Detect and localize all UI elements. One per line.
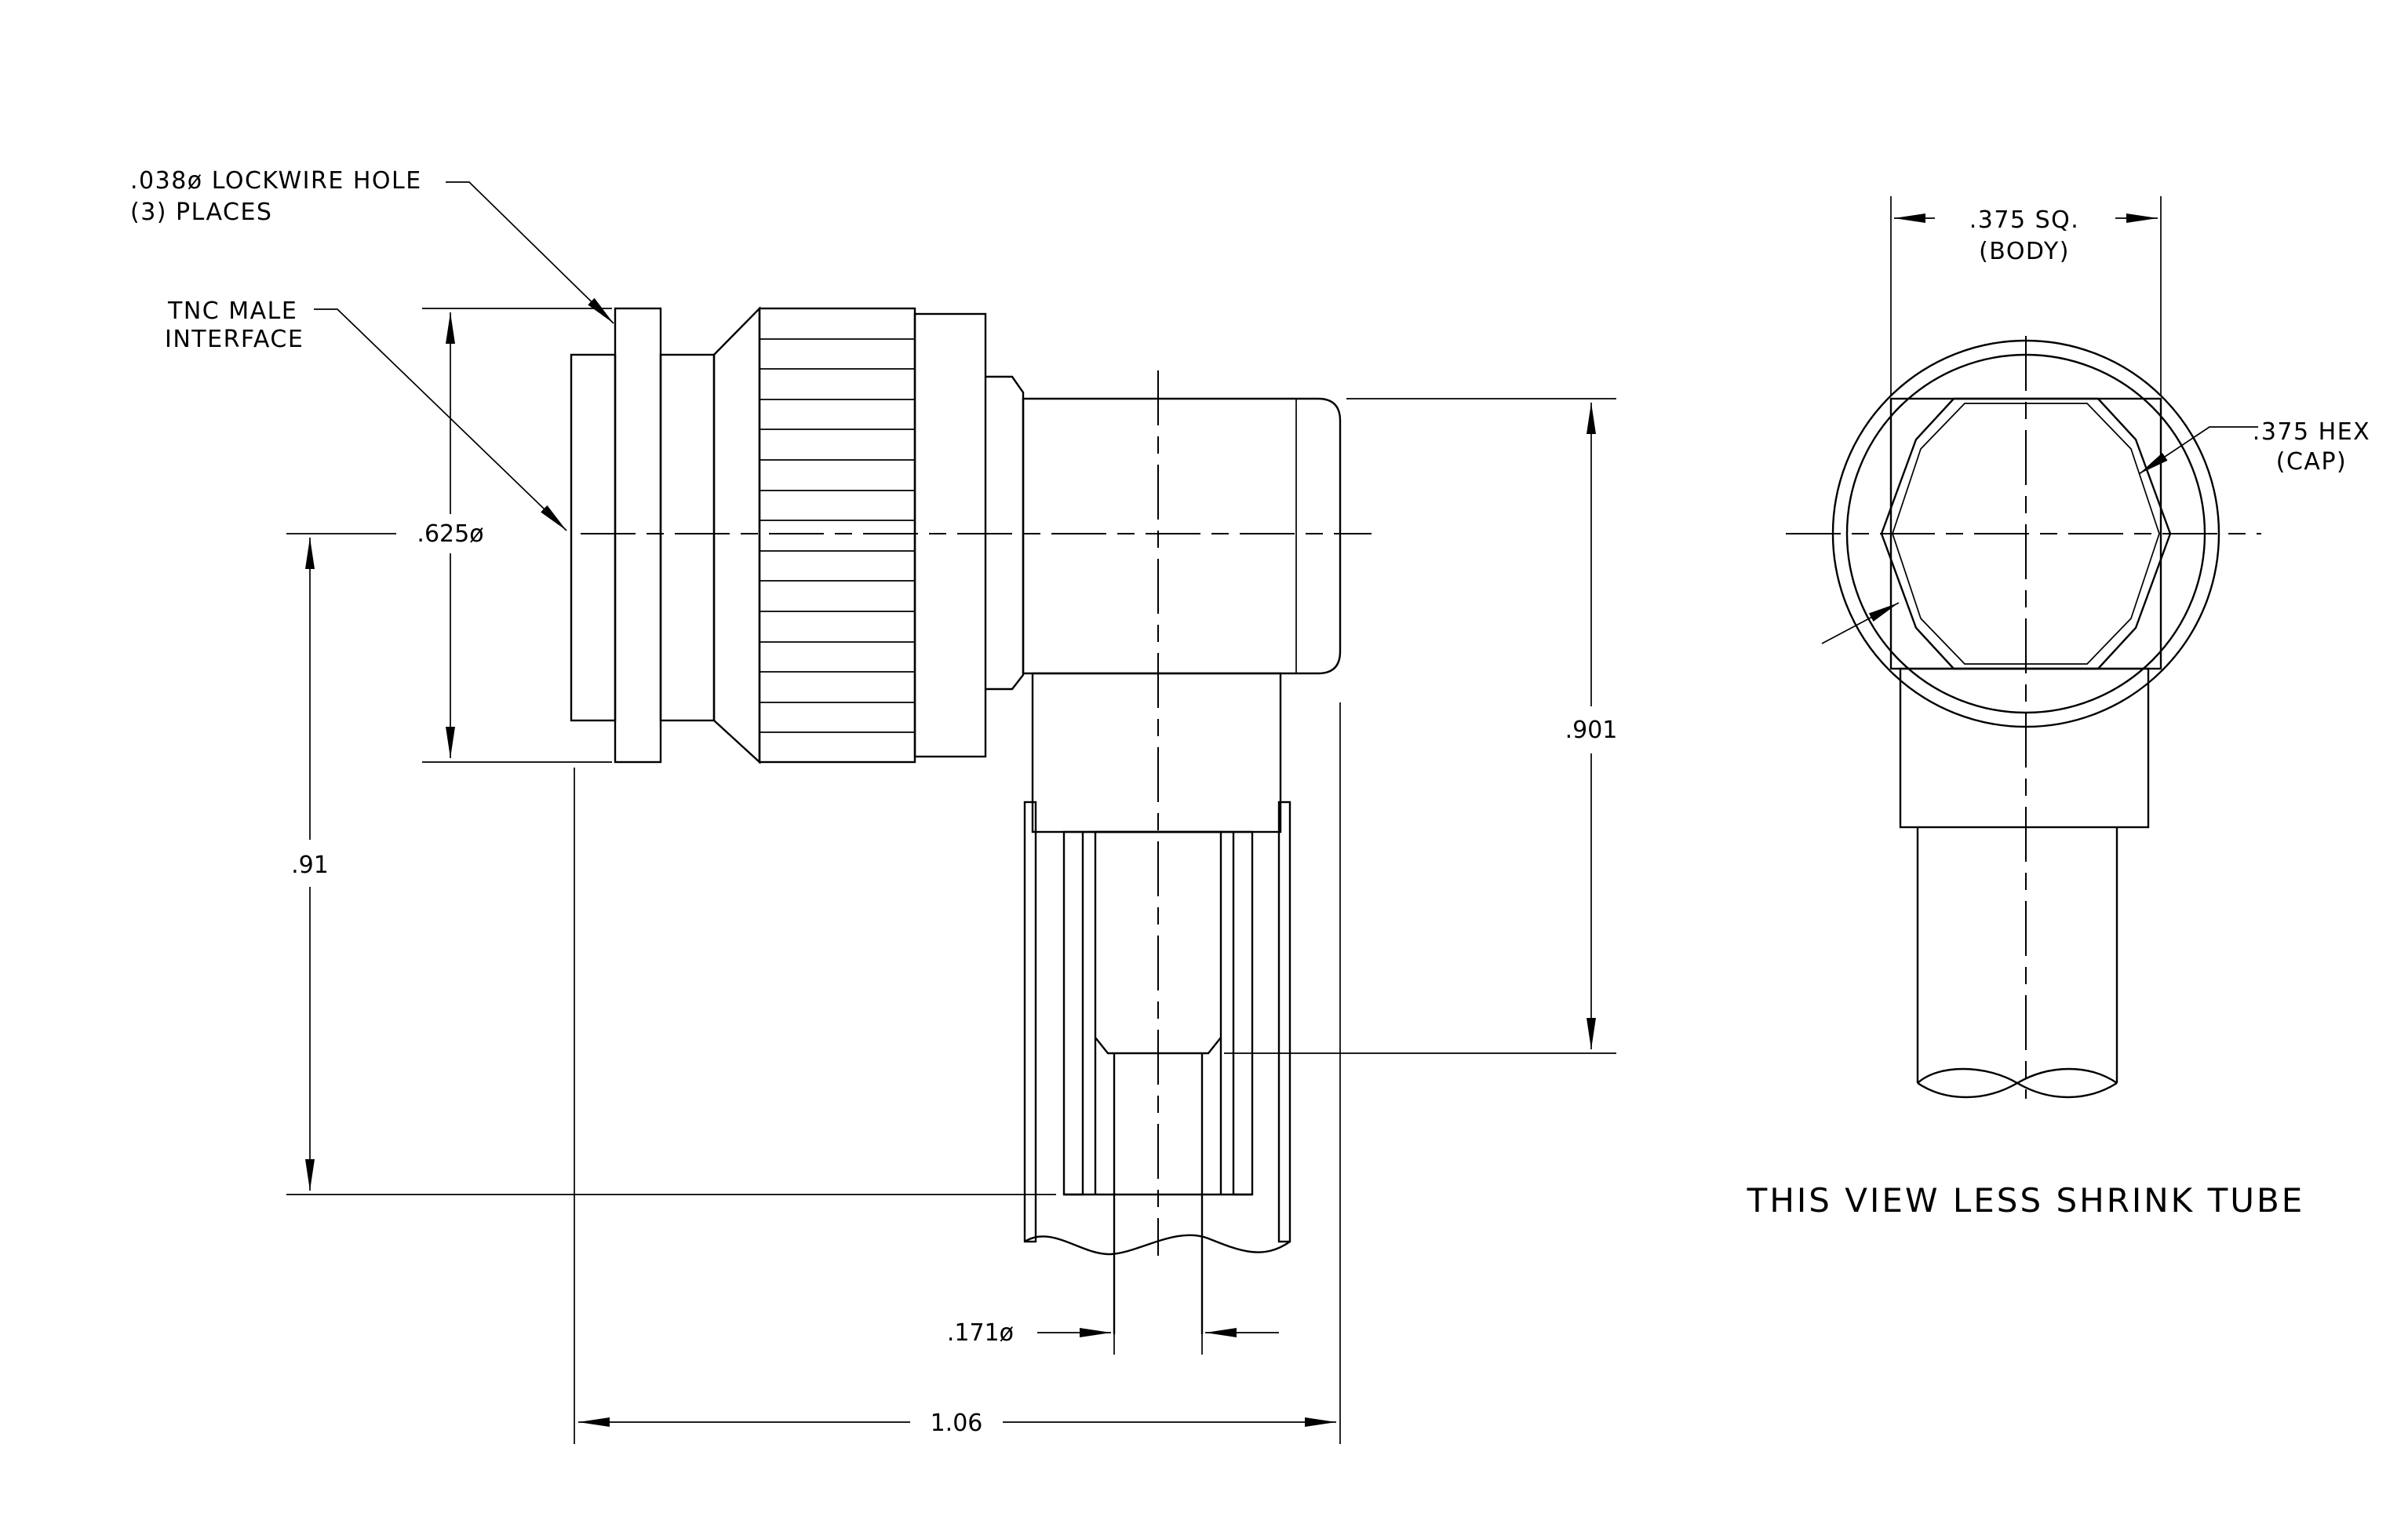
end-view-body-leg — [1899, 667, 2150, 829]
flange-diameter-dim: .625ø — [417, 520, 483, 548]
body-square-dim-line1: .375 SQ. — [1969, 206, 2080, 234]
side-view — [570, 306, 1372, 1334]
right-height-dim: .901 — [1565, 717, 1618, 744]
side-view-callouts: .038ø LOCKWIRE HOLE (3) PLACES TNC MALE … — [130, 167, 614, 531]
hex-callout-line2: (CAP) — [2276, 448, 2347, 476]
left-height-dim: .91 — [291, 852, 329, 879]
lockwire-callout-line1: .038ø LOCKWIRE HOLE — [130, 167, 422, 195]
coupling-nut-taper — [712, 306, 761, 764]
end-view-caption: THIS VIEW LESS SHRINK TUBE — [1747, 1181, 2305, 1220]
shrink-tube — [1023, 801, 1291, 1243]
cable-diameter-dim: .171ø — [947, 1319, 1014, 1347]
overall-length-dim: 1.06 — [931, 1410, 983, 1437]
interface-callout-line2: INTERFACE — [165, 326, 304, 353]
coupling-nut-neck — [659, 353, 716, 722]
body-down-leg — [1031, 672, 1282, 833]
side-view-dimensions: .625ø .91 .901 .171ø 1.06 — [286, 308, 1617, 1444]
body-square-dim-line2: (BODY) — [1979, 238, 2070, 265]
end-view-dimensions: .375 SQ. (BODY) .375 HEX (CAP) — [1890, 196, 2370, 476]
cable-break — [1024, 1234, 1291, 1256]
right-angle-body — [1022, 397, 1342, 675]
end-view — [1786, 336, 2261, 1099]
knurl-lines — [760, 338, 915, 733]
nut-rear-sleeve — [913, 312, 987, 758]
tnc-interface-sleeve — [570, 353, 617, 722]
lockwire-flange — [614, 307, 662, 764]
interface-callout-line1: TNC MALE — [167, 297, 297, 325]
lockwire-callout-line2: (3) PLACES — [130, 199, 272, 226]
knurled-coupling-nut — [758, 307, 916, 764]
hex-callout-line1: .375 HEX — [2253, 418, 2370, 446]
